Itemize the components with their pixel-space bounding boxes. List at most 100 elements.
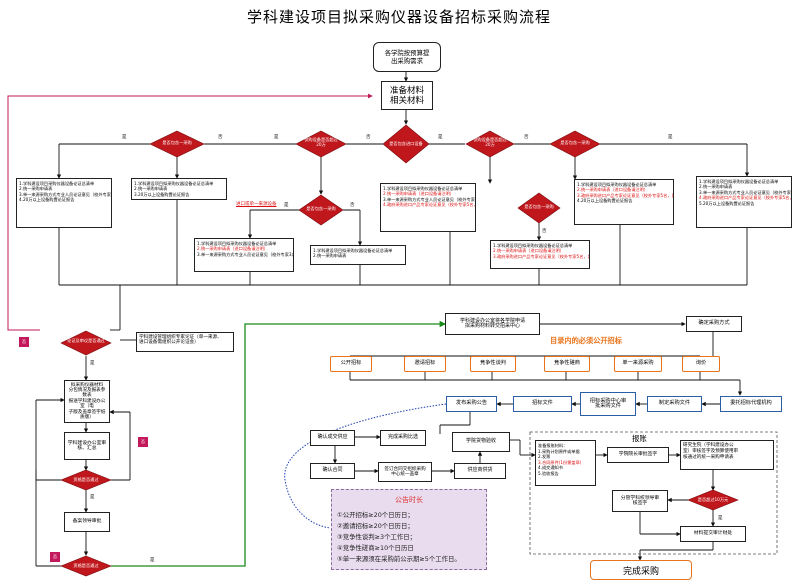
notice-line: ②邀请招标≥20个日历日； [337, 522, 414, 530]
confirm-method-box[interactable]: 确定采购方式 [686, 316, 742, 332]
discipline-office-review-box[interactable]: 学科建设办公室审 核、汇总 [64, 432, 110, 460]
material-line: 1.学科建设项目拟采购仪器设备论证总清单 [699, 179, 779, 184]
graduate-line: 核通过的统一采购申请表 [683, 455, 734, 460]
branch-label-no: 否 [366, 135, 371, 140]
leader-approval-box[interactable]: 备案领导审批 [64, 512, 110, 532]
finish-procurement[interactable]: 完成采购 [590, 560, 692, 580]
reimburse-label: 报账 [632, 434, 647, 443]
vice-leader-sign-box[interactable]: 分管学科校领导审 核签字 [612, 490, 668, 512]
graduate-line: 室）审核签字及预算使用审 [683, 449, 739, 454]
material-box-2[interactable]: 1.学科建设项目拟采购仪器设备论证总清单 2.统一采购申请表 3.20万以上设备… [131, 178, 227, 200]
material-line: 2.统一采购申请表（进口设备请注明） [197, 246, 268, 252]
decision-key-parts: 是否包含一采购 [162, 140, 192, 145]
agent-box[interactable]: 委托招标代理机构 [720, 396, 782, 412]
material-line: 2.统一采购申请表（进口设备请注明） [493, 248, 564, 254]
file-approval-box[interactable]: 招标采购中心审 批采购文件 [580, 392, 636, 416]
tender-doc-box[interactable]: 招标文件 [513, 396, 572, 412]
assemble-box[interactable]: 拟采购仪器材料 分包情况及报表参数表 报送学科建设办公室（电 子版及盖章签字纸质… [64, 380, 110, 423]
branch-label-yes: 是 [90, 495, 95, 500]
material-line: 1.学科建设项目拟采购仪器设备论证总清单 [493, 243, 573, 248]
assemble-line: 分包情况及报表参数表 [68, 387, 106, 399]
material-box-4[interactable]: 1.学科建设项目拟采购仪器设备论证总清单 2.统一采购申请表 [310, 245, 406, 265]
material-line: 4.20万以上设备购置论证报告 [577, 198, 633, 204]
notice-title: 公告时长 [395, 496, 423, 504]
material-line: 5.20万以上设备购置论证报告 [699, 200, 755, 206]
notice-line: ⑤单一来源须在采购前公示期≥5个工作日。 [337, 555, 461, 563]
material-line: 2.统一采购申请表（进口设备请注明） [577, 187, 648, 193]
file-approval-line: 批采购文件 [595, 403, 621, 409]
material-line: 3.单一来源采购方式专业人员论证意见（校外专家3名，专家签字） [699, 189, 791, 195]
material-line: 1.学科建设项目采购仪器设备论证总清单 [19, 181, 95, 186]
branch-label-yes: 是 [90, 361, 95, 366]
material-line: 3.20万以上设备购置论证报告 [134, 191, 190, 197]
material-line: 3.单一来源采购方式专业人员论证意见（校外专家3名，专家签字） [383, 196, 475, 202]
material-line: 3.单一来源采购方式专业人员论证意见（校外专家3名） [19, 191, 112, 197]
graduate-approval-box[interactable]: 研究生院（学科建设办公 室）审核签字及预算使用审 核通过的统一采购申请表 [680, 440, 774, 470]
method-inquiry[interactable]: 询价 [682, 356, 720, 372]
start-line2: 出采购需求 [391, 57, 423, 65]
method-competitive-consultation[interactable]: 竞争性磋商 [544, 356, 590, 372]
material-line: 3.政府采购进口产品专家论证意见（校外专家5名，其中一名法律专家） [493, 253, 589, 259]
sign-contract-box[interactable]: 签订合同交招标采购 中心统一盖章 [378, 462, 432, 482]
material-box-8[interactable]: 1.学科建设项目拟采购仪器设备论证总清单 2.统一采购申请表 3.单一来源采购方… [696, 176, 792, 228]
material-line: 4.20万以上设备购置论证报告 [19, 197, 75, 203]
start-node[interactable]: 各学院按预算提 出采购需求 [373, 42, 441, 72]
dept-transfer-box[interactable]: 学科建设办公室将各学院申请 拟采购材料转交招采中心 [445, 313, 540, 335]
expert-review-box[interactable]: 学科建设管理组织专家论证（单一来源、 进口设备需组织公开论证会） [136, 332, 234, 352]
material-line: 4.政府采购进口产品专家论证意见（校外专家5名，其中一名法律专家） [699, 195, 792, 201]
vice-leader-line: 核签字 [632, 501, 648, 506]
branch-label-yes: 是 [150, 558, 155, 563]
notice-line: ①公开招标≥20个日历日； [337, 511, 414, 519]
confirm-contract-box[interactable]: 确认合同 [310, 463, 355, 479]
catalog-title: 目录内的必须公开招标 [550, 336, 622, 345]
material-box-5[interactable]: 1.学科建设项目拟采购仪器设备论证总清单 2.统一采购申请表（进口设备请注明） … [380, 183, 476, 232]
decision-expert-review: 论证及审议是否通过 [67, 338, 105, 343]
vice-leader-line: 分管学科校领导审 [620, 495, 660, 501]
branch-label-yes: 是 [438, 135, 443, 140]
goods-acceptance-box[interactable]: 学院货物验收 [452, 432, 510, 452]
publish-announcement-box[interactable]: 发布采购公告 [446, 396, 497, 412]
submit-finance-box[interactable]: 材料提交审计财处 [680, 526, 746, 542]
decision-contains-mid2: 是否包含一采购 [524, 204, 554, 209]
prepare-node[interactable]: 准备材料 相关材料 [381, 81, 433, 110]
branch-label-yes: 是 [122, 135, 127, 140]
method-open-tender[interactable]: 公开招标 [330, 356, 372, 372]
dept-line: 拟采购材料转交招采中心 [464, 323, 520, 329]
material-line: 4.政府采购进口产品专家论证意见（校外专家5名，其中一名法律专家） [383, 202, 476, 208]
branch-label-yes: 是 [718, 516, 723, 521]
branch-label-yes: 是 [274, 135, 279, 140]
decision-fund-check: 资格是否通过 [73, 477, 99, 482]
decision-single-200: 仅购设备是否超过20万 [304, 137, 338, 147]
dean-sign-box[interactable]: 学院院长审批签字 [607, 447, 669, 463]
supplier-delivery-box[interactable]: 供应商供货 [454, 463, 506, 479]
reimburse-line: 3.合同原件(1份需盖章) [538, 459, 582, 465]
material-box-3[interactable]: 1.学科建设项目拟采购仪器设备论证总清单 2.统一采购申请表（进口设备请注明） … [194, 238, 294, 272]
material-line: 1.学科建设项目拟采购仪器设备论证总清单 [383, 186, 463, 191]
material-line: 2.统一采购申请表 [699, 184, 733, 190]
material-box-6[interactable]: 1.学科建设项目拟采购仪器设备论证总清单 2.统一采购申请表（进口设备请注明） … [574, 179, 674, 225]
method-single-source[interactable]: 单一来源采购 [614, 356, 662, 372]
import-single-note: 进口或单一来源设备 [236, 202, 277, 207]
file-approval-line: 招标采购中心审 [589, 397, 627, 404]
branch-label-yes: 是 [284, 203, 289, 208]
review-line: 学科建设办公室审 [67, 440, 107, 446]
method-competitive-negotiation[interactable]: 竞争性谈判 [470, 356, 516, 372]
material-box-7[interactable]: 1.学科建设项目拟采购仪器设备论证总清单 2.统一采购申请表（进口设备请注明） … [490, 240, 590, 269]
confirm-supplier-box[interactable]: 确认成交供应 [310, 430, 355, 446]
page-title: 学科建设项目拟采购仪器设备招标采购流程 [246, 8, 551, 26]
finish-compare-box[interactable]: 完成采购比选 [380, 430, 426, 446]
material-line: 2.统一采购申请表 [19, 186, 53, 192]
make-file-box[interactable]: 制定采购文件 [647, 396, 702, 412]
material-line: 2.统一采购申请表 [313, 253, 347, 259]
material-line: 1.学科建设项目拟采购仪器设备论证总清单 [577, 182, 657, 187]
method-invited-tender[interactable]: 邀请招标 [404, 356, 446, 372]
decision-total-200: 仅购设备是否超过20万 [473, 137, 507, 147]
contract-line: 中心统一盖章 [391, 472, 419, 477]
reimburse-line: 2.发票 [538, 454, 551, 460]
reimburse-materials-box[interactable]: 准备报账材料： 1.采购计划原件或单据 2.发票 3.合同原件(1份需盖章) 4… [535, 440, 596, 486]
reimburse-line: 5.验收报告 [538, 470, 559, 476]
pink-no-badge: 否 [138, 437, 148, 447]
material-box-1[interactable]: 1.学科建设项目采购仪器设备论证总清单 2.统一采购申请表 3.单一来源采购方式… [16, 178, 112, 228]
prepare-line2: 相关材料 [389, 95, 424, 106]
